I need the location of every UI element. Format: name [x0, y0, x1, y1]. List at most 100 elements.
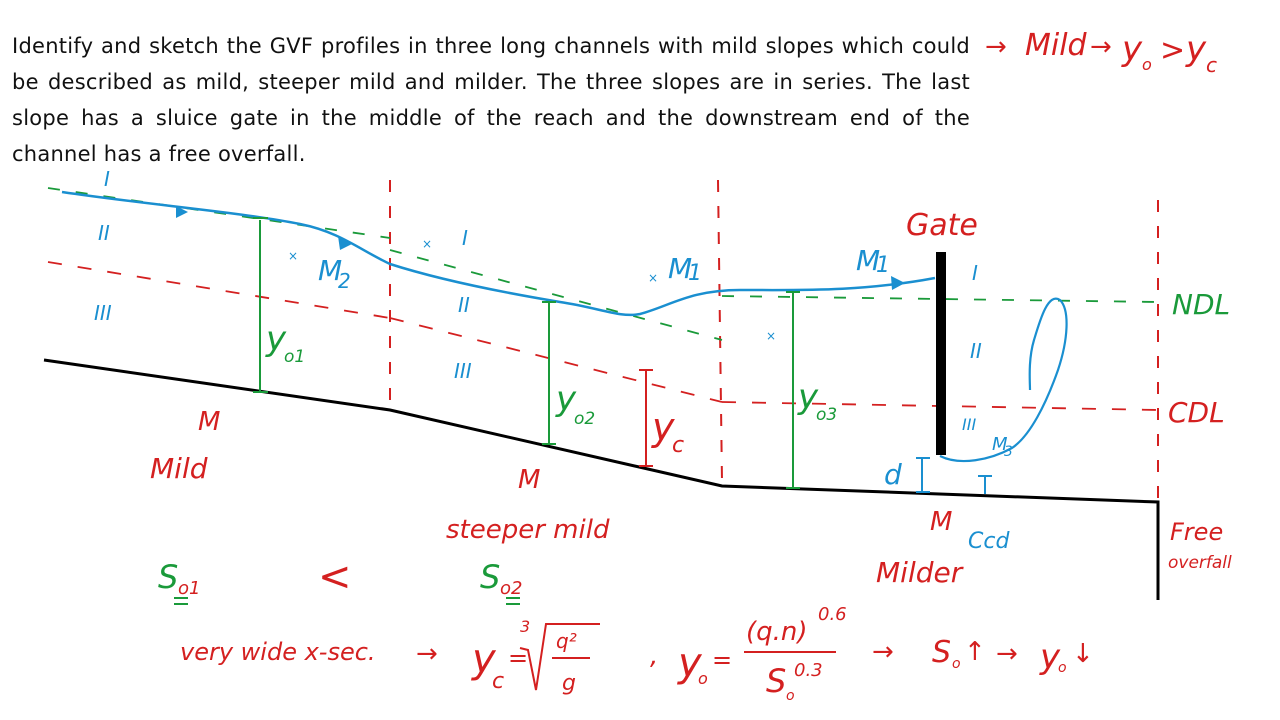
arrow-m1	[891, 276, 905, 290]
overfall-label: overfall	[1168, 553, 1232, 573]
m1-label-2: M	[856, 244, 880, 277]
zone-II-3: II	[970, 339, 982, 363]
ndl-label: NDL	[1172, 288, 1230, 321]
reach3-name: Milder	[876, 556, 964, 589]
denominator: S	[766, 662, 786, 700]
x-mark-2: ×	[422, 237, 432, 251]
gate-label: Gate	[906, 208, 978, 243]
reach2-name: steeper mild	[446, 515, 610, 545]
zone-III-1: III	[94, 301, 112, 325]
yo3-label: y	[797, 377, 819, 417]
formula-comma: ,	[650, 641, 658, 671]
reach-labels: M Mild M steeper mild M Milder	[150, 407, 964, 589]
margin-arrow: →	[985, 32, 1007, 62]
yo-formula: y	[677, 640, 703, 686]
margin-arrow-2: →	[1090, 32, 1112, 62]
cdl-label: CDL	[1168, 396, 1225, 429]
yo-end: y	[1039, 637, 1061, 677]
denominator-exp: 0.3	[794, 660, 823, 681]
zone-II-1: II	[98, 221, 110, 245]
depth-markers	[253, 217, 800, 489]
up-arrow: ↑	[964, 637, 986, 667]
yo2-label: y	[555, 379, 577, 419]
formula-arrow-3: →	[996, 639, 1018, 669]
zone-I-3: I	[972, 261, 978, 285]
section-text: very wide x-sec.	[180, 638, 376, 666]
d-label: d	[884, 458, 902, 491]
profile-labels: M 2 M 1 M 1 M 3	[318, 244, 1013, 460]
d-marker	[916, 457, 992, 494]
margin-note: → Mild → y o > y c	[985, 28, 1217, 77]
s01-label: S	[158, 558, 178, 596]
ndl-reach2	[389, 249, 723, 341]
margin-yo-sub: o	[1142, 55, 1152, 74]
zone-II-2: II	[458, 293, 470, 317]
slope-comparison: S o1 < S o2	[158, 554, 522, 605]
yo2-sub: o2	[574, 409, 595, 429]
g-value: g	[562, 671, 576, 696]
formulas: very wide x-sec. → y c = 3 q² g , y o = …	[180, 604, 1094, 704]
margin-yc: y	[1185, 29, 1207, 69]
flow-arrows	[176, 206, 905, 290]
x-mark-4: ×	[766, 329, 776, 343]
reach1-letter: M	[198, 407, 220, 437]
water-surface	[61, 190, 936, 317]
depth-labels: y o1 y o2 y o3	[265, 319, 837, 429]
m1-label-1: M	[668, 252, 692, 285]
x-mark-3: ×	[648, 271, 658, 285]
arrow-m2	[338, 236, 352, 250]
so-label: S	[932, 635, 951, 670]
denominator-sub: o	[786, 688, 795, 704]
numerator-exp: 0.6	[818, 604, 847, 625]
m1-sub-1: 1	[688, 261, 702, 286]
yc-label: y	[651, 405, 675, 449]
m2-label: M	[318, 254, 342, 287]
m3-label: M	[992, 434, 1008, 455]
yc-marker	[639, 369, 653, 467]
zone-labels: I II III I II III I II III	[94, 167, 982, 434]
s02-sub: o2	[500, 578, 522, 599]
so-sub: o	[952, 656, 961, 672]
divider-2	[717, 179, 723, 483]
numerator: (q.n)	[746, 617, 808, 647]
yo3-sub: o3	[816, 405, 837, 425]
yo-equals: =	[712, 646, 732, 674]
free-label: Free	[1170, 518, 1223, 546]
yo1-label: y	[265, 319, 287, 359]
margin-mild: Mild	[1025, 28, 1088, 63]
root-index: 3	[520, 617, 530, 636]
arrow-upstream	[176, 206, 188, 218]
m1-sub-2: 1	[876, 253, 890, 278]
yc-labels: y c	[651, 405, 684, 458]
cdl-lines	[47, 261, 1159, 411]
yc-formula: y	[471, 636, 497, 682]
x-marks: × × × ×	[288, 237, 776, 343]
zone-III-2: III	[454, 359, 472, 383]
m2-sub: 2	[338, 269, 351, 293]
yo1-sub: o1	[284, 347, 305, 367]
root-sign	[519, 623, 600, 691]
reach-dividers	[389, 179, 1159, 500]
zone-III-3: III	[962, 415, 976, 434]
q-squared: q²	[556, 629, 577, 653]
margin-gt: >	[1160, 33, 1185, 68]
zone-I-1: I	[104, 167, 110, 191]
yo-formula-sub: o	[698, 669, 708, 688]
yo-end-sub: o	[1058, 660, 1067, 676]
reach2-letter: M	[518, 465, 540, 495]
reach3-letter: M	[930, 507, 952, 537]
s02-label: S	[480, 558, 500, 596]
margin-yc-sub: c	[1206, 53, 1217, 77]
m3-jump-profile	[939, 297, 1068, 463]
yc-formula-sub: c	[492, 669, 504, 694]
formula-arrow-1: →	[416, 639, 438, 669]
ccd-label: Ccd	[968, 529, 1010, 554]
margin-yo: y	[1121, 29, 1143, 69]
yc-equals: =	[508, 644, 528, 672]
less-than: <	[318, 554, 352, 600]
formula-arrow-2: →	[872, 637, 894, 667]
sluice-gate	[936, 252, 946, 455]
channel-bed	[43, 358, 1160, 600]
s01-sub: o1	[178, 578, 200, 599]
